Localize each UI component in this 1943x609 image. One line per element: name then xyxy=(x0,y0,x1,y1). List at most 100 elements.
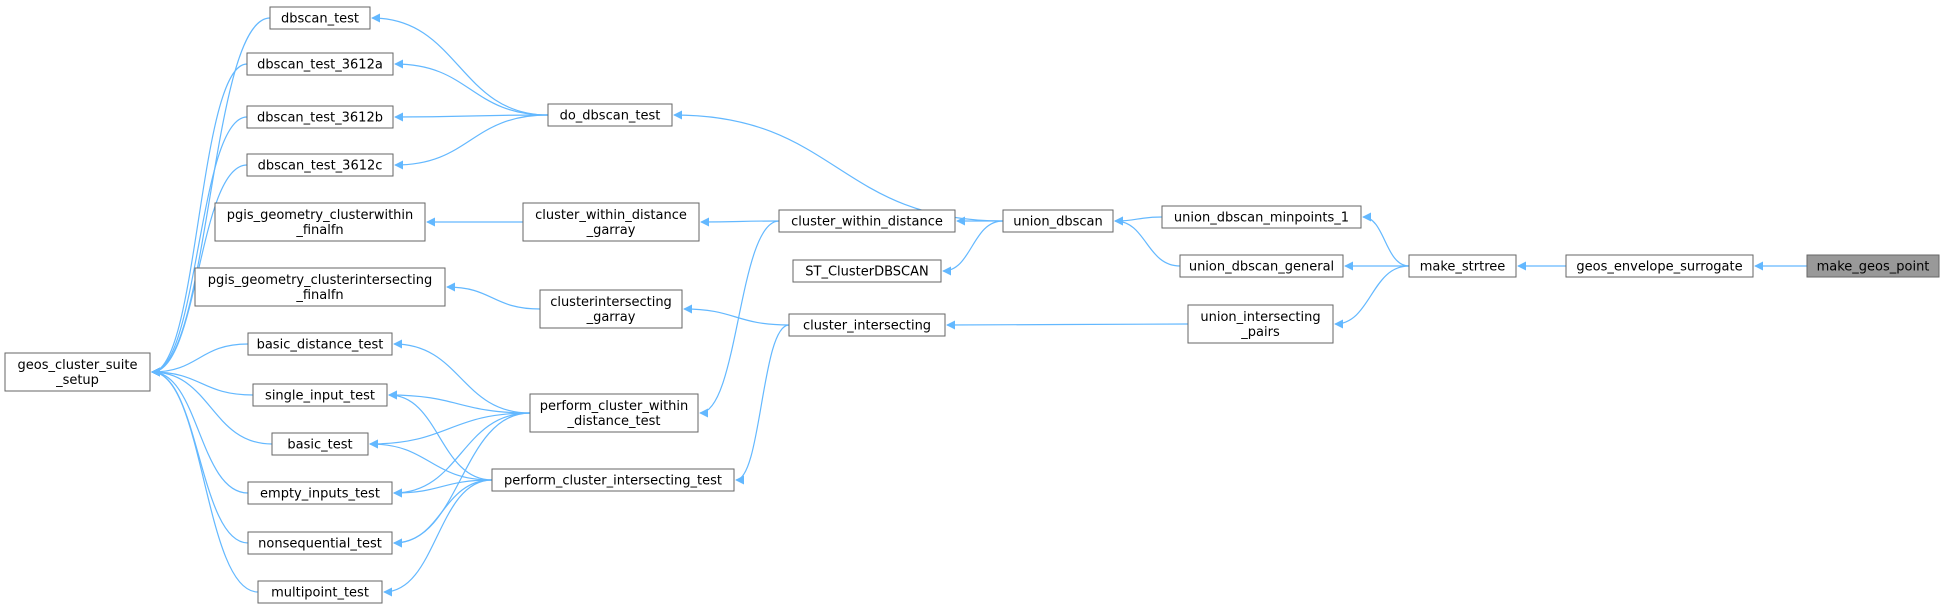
node-union-dbscan-minpoints-1[interactable]: union_dbscan_minpoints_1 xyxy=(1161,205,1362,229)
node-label: _distance_test xyxy=(566,414,660,429)
node-label: union_intersecting xyxy=(1200,310,1320,325)
node-label: _finalfn xyxy=(295,288,343,303)
edge-geos_cluster_suite_setup-to-basic_distance_test xyxy=(151,343,249,377)
node-label: dbscan_test_3612a xyxy=(257,58,383,73)
node-union-intersecting-pairs[interactable]: union_intersecting_pairs xyxy=(1187,304,1334,344)
node-ST-ClusterDBSCAN[interactable]: ST_ClusterDBSCAN xyxy=(792,259,942,283)
node-label: perform_cluster_intersecting_test xyxy=(504,474,722,489)
node-box xyxy=(271,432,369,456)
node-box xyxy=(247,531,393,555)
edge-dbscan_test_3612a-to-do_dbscan_test xyxy=(394,59,549,116)
node-box xyxy=(246,153,394,177)
node-cluster-within-distance-garray[interactable]: cluster_within_distance_garray xyxy=(522,202,700,242)
node-make-geos-point[interactable]: make_geos_point xyxy=(1806,254,1940,278)
node-box xyxy=(246,52,394,76)
node-label: ST_ClusterDBSCAN xyxy=(805,265,928,280)
node-dbscan-test-3612c[interactable]: dbscan_test_3612c xyxy=(246,153,394,177)
node-box xyxy=(792,259,942,283)
edge-geos_cluster_suite_setup-to-single_input_test xyxy=(151,367,254,396)
node-box xyxy=(257,580,383,604)
node-label: union_dbscan xyxy=(1013,215,1102,230)
node-label: nonsequential_test xyxy=(258,537,382,552)
node-union-dbscan[interactable]: union_dbscan xyxy=(1002,209,1114,233)
node-box xyxy=(1408,254,1517,278)
node-label: dbscan_test_3612c xyxy=(258,159,383,174)
node-box xyxy=(214,202,426,242)
node-box xyxy=(1187,304,1334,344)
edge-union_dbscan-to-union_dbscan_minpoints_1 xyxy=(1114,216,1163,226)
node-dbscan-test-3612a[interactable]: dbscan_test_3612a xyxy=(246,52,394,76)
edge-layer xyxy=(151,13,1807,597)
node-perform-cluster-intersecting-test[interactable]: perform_cluster_intersecting_test xyxy=(491,468,735,492)
node-label: empty_inputs_test xyxy=(260,487,380,502)
node-label: union_dbscan_general xyxy=(1189,260,1334,275)
node-label: clusterintersecting xyxy=(550,295,672,310)
node-layer: make_geos_point geos_envelope_surrogate ma… xyxy=(4,6,1940,604)
node-label: cluster_within_distance xyxy=(791,215,943,230)
node-clusterintersecting-garray[interactable]: clusterintersecting_garray xyxy=(539,289,683,329)
edge-empty_inputs_test-to-perform_cluster_intersecting_test xyxy=(393,479,493,498)
node-cluster-intersecting[interactable]: cluster_intersecting xyxy=(788,313,946,337)
node-box xyxy=(252,383,388,407)
edge-geos_cluster_suite_setup-to-empty_inputs_test xyxy=(151,367,249,494)
edge-union_intersecting_pairs-to-make_strtree xyxy=(1334,265,1410,329)
node-label: multipoint_test xyxy=(271,586,369,601)
node-make-strtree[interactable]: make_strtree xyxy=(1408,254,1517,278)
edge-geos_cluster_suite_setup-to-basic_test xyxy=(151,367,273,445)
node-nonsequential-test[interactable]: nonsequential_test xyxy=(247,531,393,555)
node-box xyxy=(1806,254,1940,278)
node-label: _garray xyxy=(586,310,636,325)
edge-union_dbscan_minpoints_1-to-make_strtree xyxy=(1362,212,1410,267)
node-geos-cluster-suite-setup[interactable]: geos_cluster_suite_setup xyxy=(4,352,151,392)
node-box xyxy=(539,289,683,329)
node-label: basic_test xyxy=(287,438,352,453)
node-single-input-test[interactable]: single_input_test xyxy=(252,383,388,407)
node-label: _pairs xyxy=(1240,325,1280,340)
node-dbscan-test[interactable]: dbscan_test xyxy=(269,6,371,30)
edge-union_dbscan-to-union_dbscan_general xyxy=(1114,216,1181,267)
node-box xyxy=(246,105,394,129)
node-label: pgis_geometry_clusterintersecting xyxy=(208,273,433,288)
node-pgis-geometry-clusterwithin-finalfn[interactable]: pgis_geometry_clusterwithin_finalfn xyxy=(214,202,426,242)
node-box xyxy=(522,202,700,242)
node-box xyxy=(1161,205,1362,229)
edge-do_dbscan_test-to-union_dbscan xyxy=(673,110,1004,222)
edge-cluster_within_distance_garray-to-cluster_within_distance xyxy=(700,217,780,227)
node-cluster-within-distance[interactable]: cluster_within_distance xyxy=(778,209,956,233)
node-union-dbscan-general[interactable]: union_dbscan_general xyxy=(1179,254,1344,278)
edge-single_input_test-to-perform_cluster_intersecting_test xyxy=(388,390,493,481)
node-label: single_input_test xyxy=(265,389,375,404)
node-box xyxy=(778,209,956,233)
node-multipoint-test[interactable]: multipoint_test xyxy=(257,580,383,604)
node-label: make_geos_point xyxy=(1817,260,1930,275)
node-box xyxy=(269,6,371,30)
node-label: _garray xyxy=(586,223,636,238)
node-label: _finalfn xyxy=(295,223,343,238)
edge-ST_ClusterDBSCAN-to-union_dbscan xyxy=(942,220,1004,276)
node-basic-distance-test[interactable]: basic_distance_test xyxy=(247,332,393,356)
edge-perform_cluster_intersecting_test-to-cluster_intersecting xyxy=(735,324,790,485)
node-label: union_dbscan_minpoints_1 xyxy=(1174,211,1349,226)
node-box xyxy=(247,332,393,356)
node-do-dbscan-test[interactable]: do_dbscan_test xyxy=(547,103,673,127)
node-perform-cluster-within-distance-test[interactable]: perform_cluster_within_distance_test xyxy=(529,393,699,433)
edge-nonsequential_test-to-perform_cluster_intersecting_test xyxy=(393,479,493,548)
node-pgis-geometry-clusterintersecting-finalfn[interactable]: pgis_geometry_clusterintersecting_finalf… xyxy=(194,267,446,307)
node-box xyxy=(529,393,699,433)
node-box xyxy=(788,313,946,337)
node-geos-envelope-surrogate[interactable]: geos_envelope_surrogate xyxy=(1565,254,1754,278)
edge-pgis_geometry_clusterintersecting_finalfn-to-clusterintersecting_garray xyxy=(446,282,541,310)
node-dbscan-test-3612b[interactable]: dbscan_test_3612b xyxy=(246,105,394,129)
edge-single_input_test-to-perform_cluster_within_distance_test xyxy=(388,390,531,414)
node-box xyxy=(194,267,446,307)
edge-dbscan_test_3612b-to-do_dbscan_test xyxy=(394,112,549,122)
node-basic-test[interactable]: basic_test xyxy=(271,432,369,456)
node-box xyxy=(547,103,673,127)
node-label: perform_cluster_within xyxy=(540,399,689,414)
edge-basic_test-to-perform_cluster_within_distance_test xyxy=(369,412,531,449)
edge-dbscan_test_3612c-to-do_dbscan_test xyxy=(394,114,549,170)
node-box xyxy=(4,352,151,392)
node-empty-inputs-test[interactable]: empty_inputs_test xyxy=(247,481,393,505)
edge-geos_cluster_suite_setup-to-dbscan_test_3612a xyxy=(151,63,248,377)
